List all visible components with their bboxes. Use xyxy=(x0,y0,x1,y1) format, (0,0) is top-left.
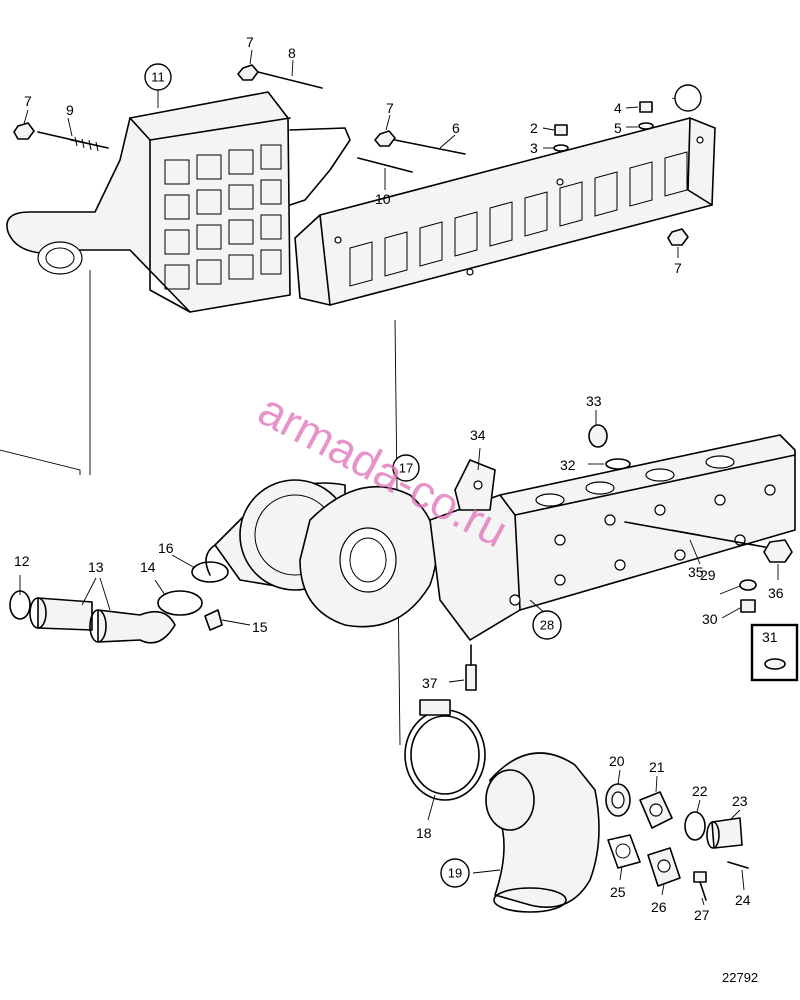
label-part-6: 6 xyxy=(452,120,460,136)
label-part-21: 21 xyxy=(649,759,665,775)
label-part-36: 36 xyxy=(768,585,784,601)
gasket-part-16 xyxy=(191,561,229,583)
stud-part-35 xyxy=(624,521,771,549)
label-part-9: 9 xyxy=(66,102,74,118)
label-part-20: 20 xyxy=(609,753,625,769)
flange-part-26 xyxy=(647,847,681,887)
washer-part-3 xyxy=(553,144,569,152)
clip-part-22 xyxy=(684,811,706,841)
elbow-pipe-part-19 xyxy=(485,752,600,913)
seal-part-20 xyxy=(605,783,631,817)
label-part-10: 10 xyxy=(375,191,391,207)
manifold-flange-part-1 xyxy=(294,117,716,306)
label-part-33: 33 xyxy=(586,393,602,409)
nut-part-7-right xyxy=(667,228,689,246)
label-part-15: 15 xyxy=(252,619,268,635)
hose-part-13 xyxy=(29,597,176,644)
turbocharger-part-17 xyxy=(205,479,438,628)
label-part-37: 37 xyxy=(422,675,438,691)
label-part-27: 27 xyxy=(694,907,710,923)
label-part-19: 19 xyxy=(448,866,462,881)
label-part-24: 24 xyxy=(735,892,751,908)
exhaust-manifold-part-28 xyxy=(429,434,796,641)
nut-part-30 xyxy=(740,599,756,613)
plug-part-4 xyxy=(639,101,653,113)
label-part-7-mid: 7 xyxy=(386,100,394,116)
label-part-28: 28 xyxy=(540,618,554,633)
bolt-part-6 xyxy=(394,139,466,155)
label-part-35: 35 xyxy=(688,564,704,580)
nut-part-7-left xyxy=(13,122,35,140)
label-part-5: 5 xyxy=(614,120,622,136)
label-part-29: 29 xyxy=(700,567,716,583)
label-part-23: 23 xyxy=(732,793,748,809)
gasket-part-14 xyxy=(157,590,203,616)
label-part-17: 17 xyxy=(399,461,413,476)
label-part-3: 3 xyxy=(530,140,538,156)
label-part-7-left: 7 xyxy=(24,93,32,109)
clamp-part-18 xyxy=(404,699,486,801)
bolt-part-9 xyxy=(37,131,109,152)
washer-part-29 xyxy=(739,579,757,591)
screw-part-27 xyxy=(693,871,707,901)
leader-lines-lower xyxy=(81,410,779,906)
label-part-31: 31 xyxy=(762,629,778,645)
nut-part-7-top xyxy=(237,64,259,81)
label-part-2: 2 xyxy=(530,120,538,136)
screw-part-15 xyxy=(204,609,223,631)
label-part-4: 4 xyxy=(614,100,622,116)
label-part-7-right: 7 xyxy=(674,260,682,276)
kit-box-part-31 xyxy=(750,623,799,682)
figure-reference-number: 22792 xyxy=(722,970,758,985)
label-part-16: 16 xyxy=(158,540,174,556)
label-part-26: 26 xyxy=(651,899,667,915)
nut-part-7-mid xyxy=(374,130,396,147)
washer-part-5 xyxy=(638,122,654,130)
bolt-part-8 xyxy=(257,71,323,89)
sensor-part-37 xyxy=(465,644,477,691)
label-part-8: 8 xyxy=(288,45,296,61)
label-part-30: 30 xyxy=(702,611,718,627)
label-part-25: 25 xyxy=(610,884,626,900)
gasket-part-25 xyxy=(607,834,641,869)
plug-part-2 xyxy=(554,124,568,136)
label-part-18: 18 xyxy=(416,825,432,841)
sleeve-part-23 xyxy=(706,817,743,849)
label-part-7-top: 7 xyxy=(246,34,254,50)
label-part-34: 34 xyxy=(470,427,486,443)
label-part-22: 22 xyxy=(692,783,708,799)
label-part-13: 13 xyxy=(88,559,104,575)
hose-part-12 xyxy=(9,590,31,620)
bolt-part-24 xyxy=(727,861,749,869)
flange-part-21 xyxy=(639,791,673,829)
gasket-part-32 xyxy=(605,458,631,470)
label-part-12: 12 xyxy=(14,553,30,569)
bracket-part-34 xyxy=(454,459,496,511)
gasket-part-33 xyxy=(588,424,608,448)
stud-part-10 xyxy=(357,157,413,173)
label-part-11: 11 xyxy=(151,70,165,85)
label-part-32: 32 xyxy=(560,457,576,473)
nut-part-36 xyxy=(763,539,793,563)
support-bracket-part-11 xyxy=(6,91,351,313)
part-labels: 1 2 3 4 5 6 7 7 7 7 8 9 10 12 13 14 15 1… xyxy=(14,34,784,923)
label-part-14: 14 xyxy=(140,559,156,575)
